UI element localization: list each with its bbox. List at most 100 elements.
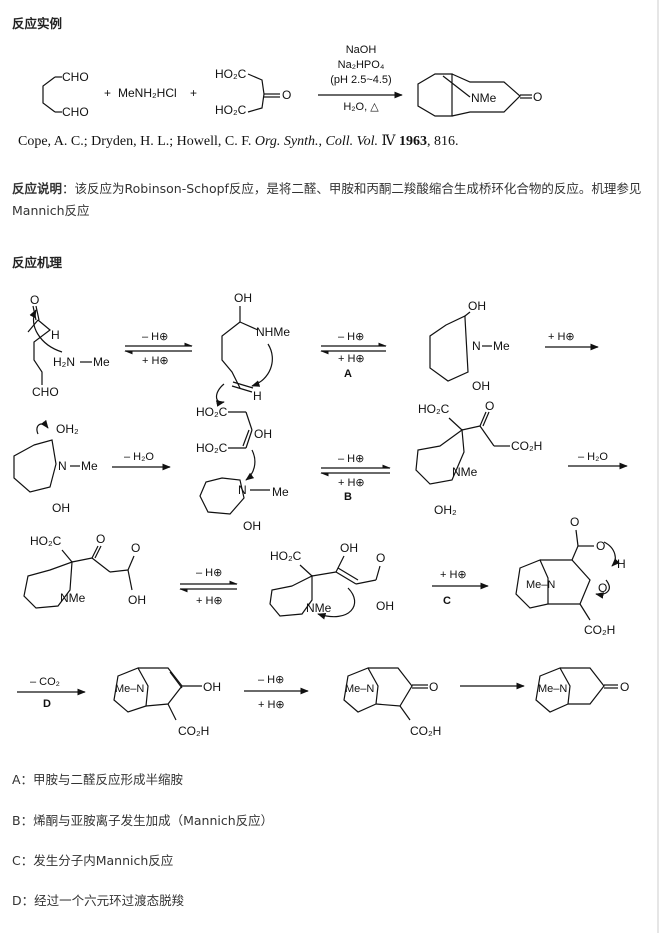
svg-text:OH: OH [340, 541, 358, 555]
citation-authors: Cope, A. C.; Dryden, H. L.; Howell, C. F… [18, 134, 252, 149]
svg-text:Me–N: Me–N [345, 683, 374, 695]
citation-series: Coll. Vol. [325, 134, 379, 149]
note-b: B：烯酮与亚胺离子发生加成（Mannich反应） [12, 813, 274, 828]
svg-text:HO₂C: HO₂C [196, 441, 228, 455]
svg-text:O: O [620, 680, 629, 694]
section-title-description: 反应说明 [12, 181, 63, 196]
mech-bicyclic-ketoacid: Me–N O O H O CO₂H [515, 515, 626, 637]
svg-text:HO₂C: HO₂C [215, 103, 247, 117]
citation-journal: Org. Synth. [254, 134, 319, 149]
mech-enol-iminium: HO₂C OH O OH NMe [269, 541, 394, 620]
svg-text:CO₂H: CO₂H [511, 439, 542, 453]
tropinone-product: NMe O [417, 73, 542, 117]
svg-text:CHO: CHO [32, 385, 59, 399]
plus-1: + [104, 86, 111, 100]
svg-text:– CO₂: – CO₂ [30, 676, 60, 688]
svg-text:NMe: NMe [306, 601, 332, 615]
svg-text:– H⊕: – H⊕ [196, 567, 222, 579]
svg-text:OH₂: OH₂ [56, 422, 79, 436]
svg-text:HO₂C: HO₂C [30, 534, 62, 548]
mech-hemiaminal: OH NHMe H [215, 291, 290, 407]
svg-text:– H⊕: – H⊕ [338, 453, 364, 465]
svg-text:H₂N: H₂N [53, 355, 75, 369]
note-c: C：发生分子内Mannich反应 [12, 853, 174, 868]
svg-text:+ H⊕: + H⊕ [142, 355, 169, 367]
svg-text:B: B [344, 491, 352, 503]
svg-text:NMe: NMe [452, 465, 478, 479]
svg-text:CHO: CHO [62, 70, 89, 84]
svg-text:O: O [570, 515, 579, 529]
mech-protonated-diol: OH₂ N Me OH [13, 419, 98, 515]
mech-arrow-D: – CO₂ D [17, 676, 86, 710]
svg-text:– H₂O: – H₂O [578, 451, 608, 463]
mech-arrow-row3-eq: – H⊕ + H⊕ [179, 567, 238, 607]
svg-text:O: O [376, 551, 385, 565]
svg-text:OH: OH [468, 299, 486, 313]
mech-tropinone: Me–N O [535, 667, 629, 713]
svg-text:OH: OH [243, 519, 261, 533]
svg-text:H₂O, △: H₂O, △ [343, 101, 379, 113]
svg-text:NMe: NMe [60, 591, 86, 605]
reaction-description: 反应说明：该反应为Robinson-Schopf反应，是将二醛、甲胺和丙酮二羧酸… [12, 178, 652, 222]
glutaraldehyde: CHO CHO [42, 70, 89, 119]
svg-text:OH: OH [52, 501, 70, 515]
svg-text:H: H [51, 328, 60, 342]
svg-text:Me: Me [81, 459, 98, 473]
mech-keto-acid-bicycle: Me–N O CO₂H [343, 667, 441, 738]
svg-text:CHO: CHO [62, 105, 89, 119]
page-edge [657, 0, 659, 933]
svg-text:+ H⊕: + H⊕ [258, 699, 285, 711]
svg-text:OH: OH [254, 427, 272, 441]
svg-text:Me–N: Me–N [538, 683, 567, 695]
mech-arrow-minusH2O-1: – H₂O [112, 451, 171, 471]
svg-text:+ H⊕: + H⊕ [338, 477, 365, 489]
note-d: D：经过一个六元环过渡态脱羧 [12, 893, 185, 908]
mech-arrow-plusH: + H⊕ [545, 331, 599, 351]
svg-text:Me–N: Me–N [115, 683, 144, 695]
svg-text:CO₂H: CO₂H [410, 724, 441, 738]
svg-text:– H₂O: – H₂O [124, 451, 154, 463]
svg-text:Na₂HPO₄: Na₂HPO₄ [338, 59, 385, 71]
svg-text:HO₂C: HO₂C [418, 402, 450, 416]
svg-text:O: O [30, 293, 39, 307]
svg-text:HO₂C: HO₂C [270, 549, 302, 563]
svg-text:NHMe: NHMe [256, 325, 290, 339]
svg-text:O: O [131, 541, 140, 555]
svg-text:HO₂C: HO₂C [196, 405, 228, 419]
svg-text:O: O [596, 539, 605, 553]
mech-enol-bicycle: Me–N OH CO₂H [113, 667, 221, 738]
note-a: A：甲胺与二醛反应形成半缩胺 [12, 772, 184, 787]
svg-text:NaOH: NaOH [346, 44, 377, 56]
svg-text:C: C [443, 595, 451, 607]
mech-arrow-minusH2O-2: – H₂O [568, 451, 628, 470]
svg-text:+ H⊕: + H⊕ [338, 353, 365, 365]
svg-text:+ H⊕: + H⊕ [548, 331, 575, 343]
svg-text:– H⊕: – H⊕ [338, 331, 364, 343]
svg-text:NMe: NMe [471, 91, 497, 105]
svg-text:OH: OH [472, 379, 490, 393]
svg-text:O: O [598, 581, 607, 595]
svg-text:HO₂C: HO₂C [215, 67, 247, 81]
mech-iminium-enol: HO₂C OH HO₂C N Me OH [196, 405, 289, 533]
svg-text:Me–N: Me–N [526, 579, 555, 591]
svg-text:Me: Me [493, 339, 510, 353]
mech-mannich-adduct: HO₂C O CO₂H NMe OH₂ [415, 399, 542, 517]
section-title-example: 反应实例 [12, 16, 63, 31]
svg-text:(pH 2.5~4.5): (pH 2.5~4.5) [330, 74, 391, 86]
citation-year: 1963 [399, 134, 428, 149]
methylamine-hcl: MeNH₂HCl [118, 86, 177, 100]
svg-text:– H⊕: – H⊕ [258, 674, 284, 686]
svg-text:OH₂: OH₂ [434, 503, 457, 517]
svg-text:O: O [96, 532, 105, 546]
svg-text:Me: Me [272, 485, 289, 499]
svg-text:O: O [485, 399, 494, 413]
svg-text:OH: OH [203, 680, 221, 694]
svg-text:OH: OH [128, 593, 146, 607]
svg-text:N: N [238, 483, 247, 497]
mech-piperidine-diol: OH N Me OH [429, 299, 510, 393]
mech-dialdehyde: O H CHO H₂N Me [27, 293, 110, 399]
svg-text:+ H⊕: + H⊕ [196, 595, 223, 607]
acetonedicarboxylic-acid: HO₂C HO₂C O [215, 67, 291, 117]
section-title-mechanism: 反应机理 [12, 255, 63, 270]
